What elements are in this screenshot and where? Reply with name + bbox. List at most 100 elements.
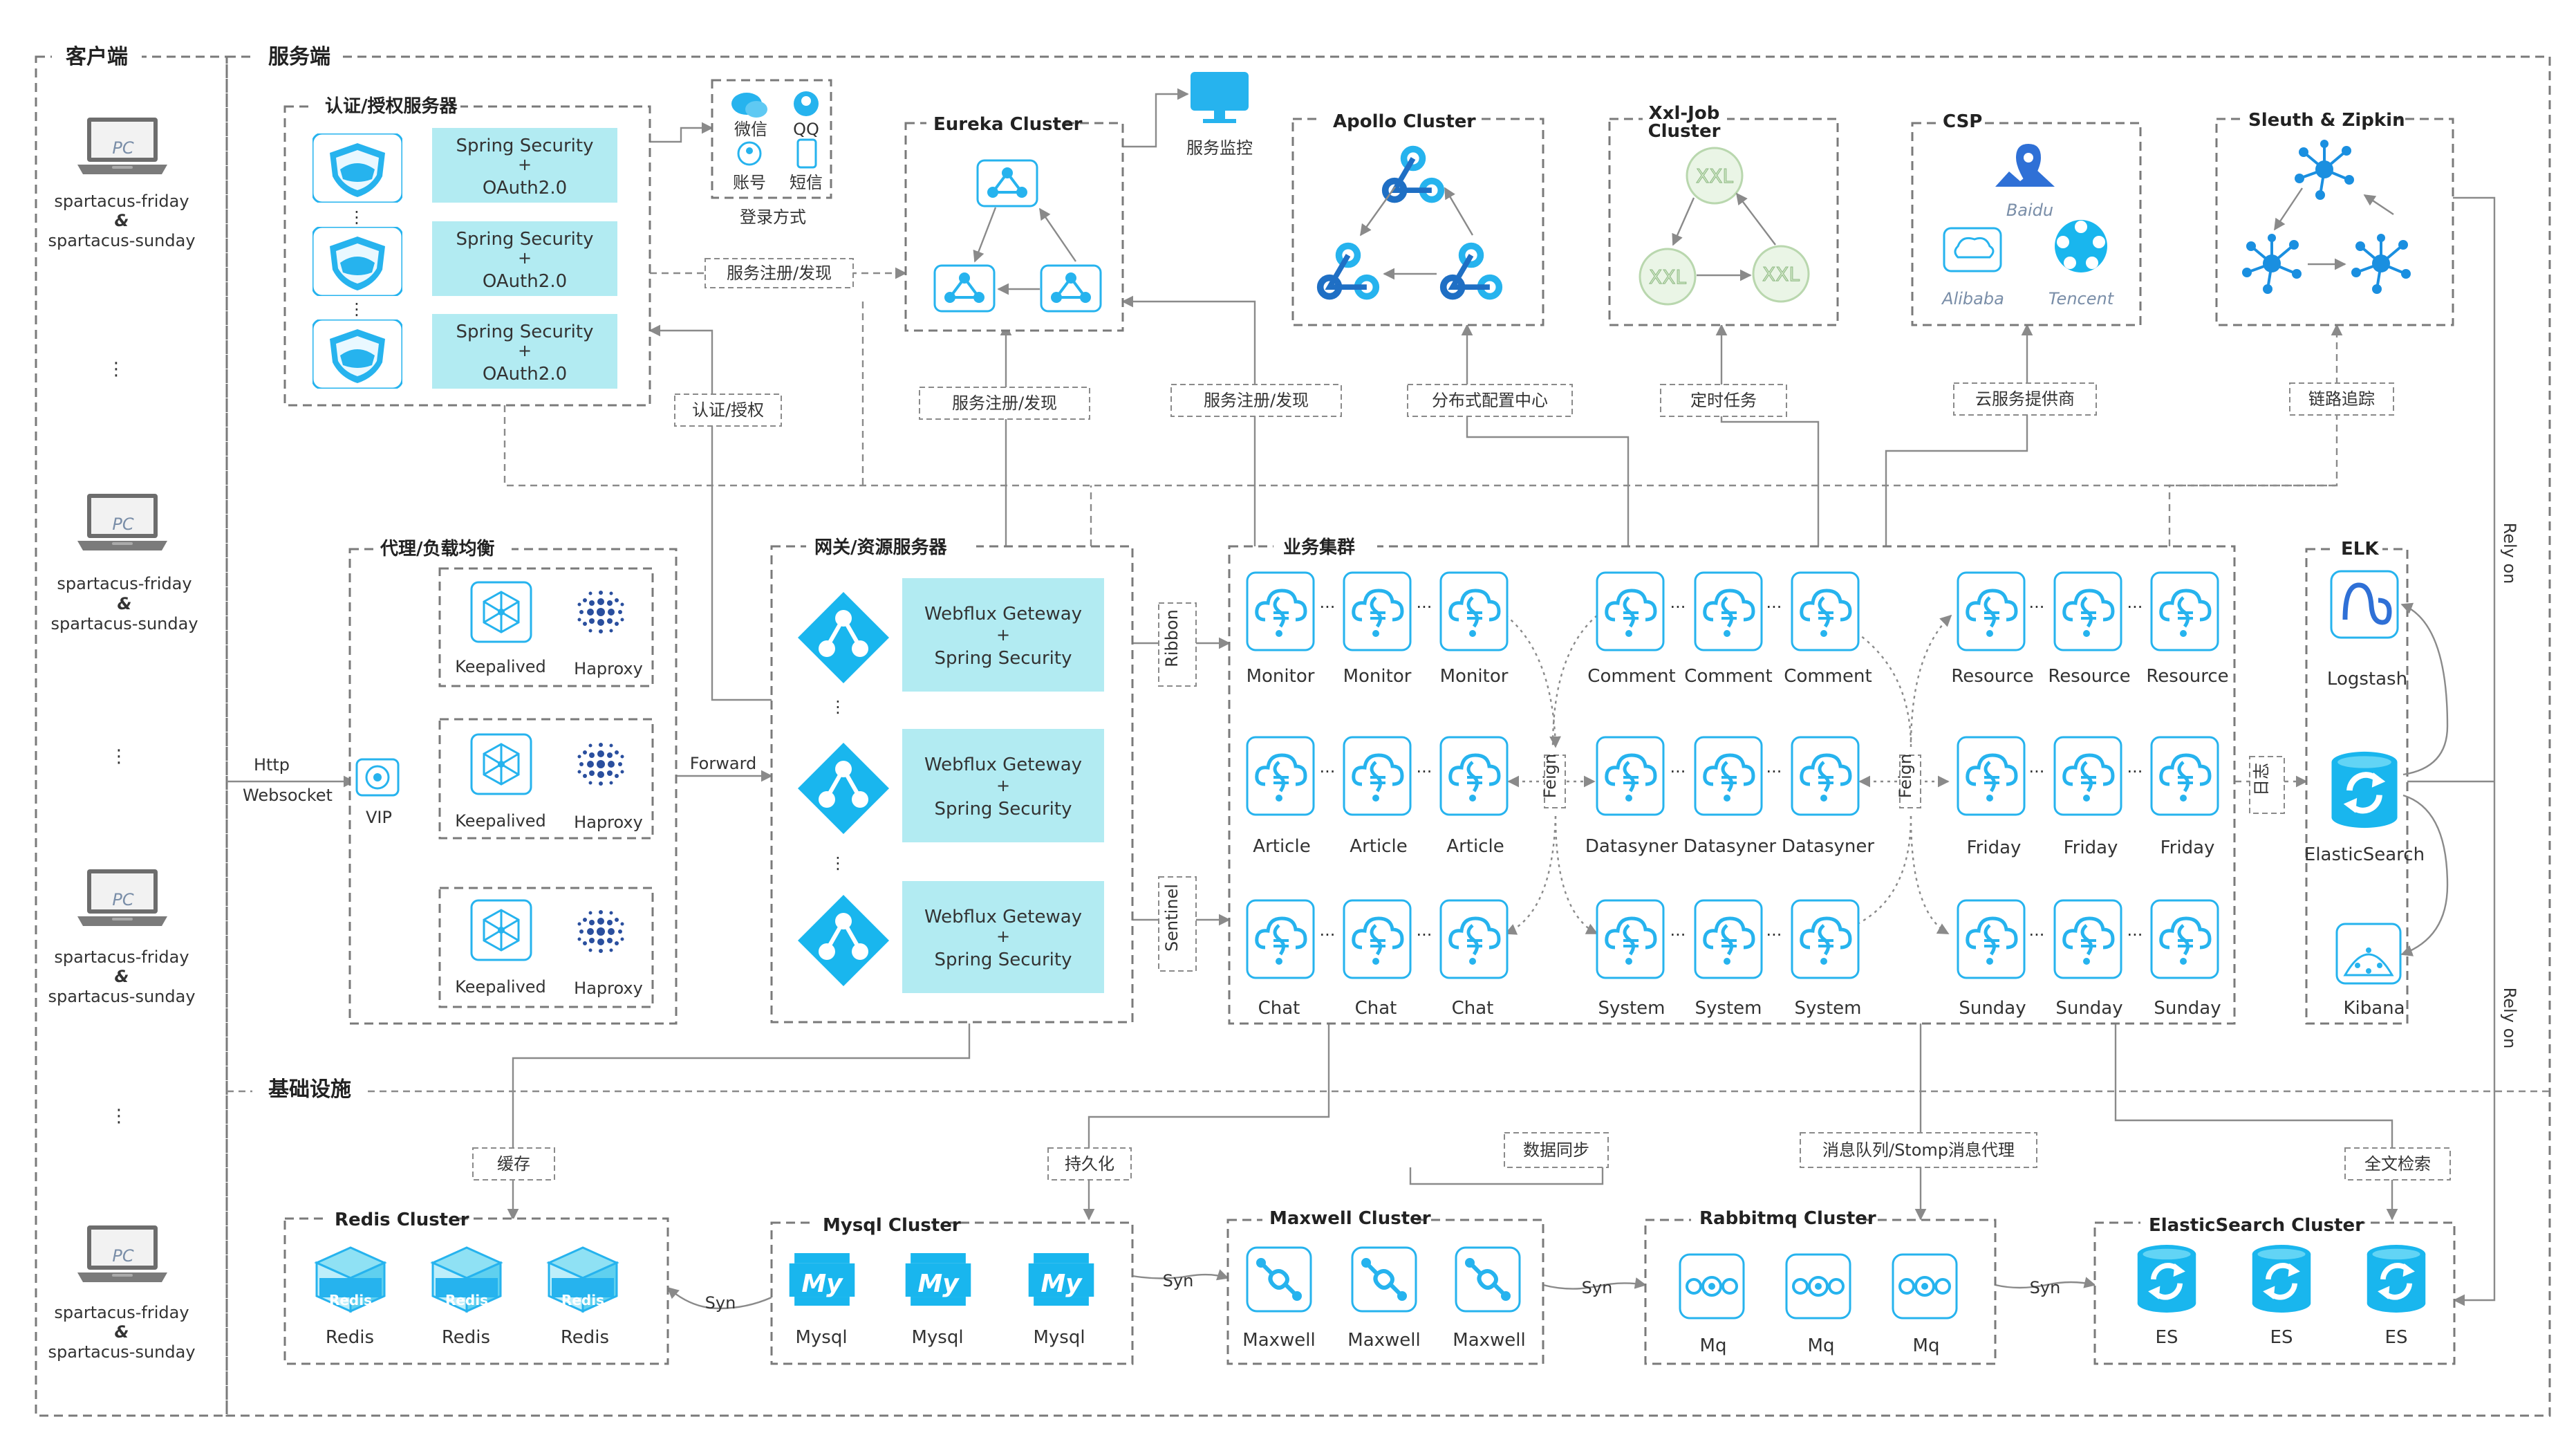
- svc-system[interactable]: System: [1695, 900, 1762, 1019]
- svc-monitor[interactable]: Monitor: [1440, 573, 1509, 687]
- eureka-node-icon[interactable]: [1040, 264, 1102, 313]
- maxwell-node[interactable]: Maxwell: [1242, 1248, 1316, 1351]
- mq-node[interactable]: Mq: [1679, 1253, 1745, 1356]
- svc-chat[interactable]: Chat: [1247, 900, 1314, 1019]
- svc-friday[interactable]: Friday: [1958, 737, 2024, 858]
- es-node[interactable]: ES: [2367, 1245, 2425, 1348]
- svc-datasyner[interactable]: Datasyner: [1782, 737, 1874, 857]
- xxl-node[interactable]: XXL: [1686, 147, 1744, 205]
- client-item[interactable]: PC spartacus-friday & spartacus-sunday: [48, 869, 196, 1006]
- auth-node[interactable]: Spring Security + OAuth2.0: [312, 128, 617, 203]
- login-qq[interactable]: QQ: [793, 91, 819, 139]
- csp-tencent[interactable]: Tencent: [2048, 220, 2115, 308]
- gateway-line1: Webflux Geteway: [924, 604, 1082, 624]
- maxwell-node[interactable]: Maxwell: [1453, 1248, 1526, 1351]
- kibana-node[interactable]: Kibana: [2335, 923, 2405, 1019]
- svg-text:服务注册/发现: 服务注册/发现: [1204, 391, 1309, 410]
- svc-monitor[interactable]: Monitor: [1247, 573, 1315, 687]
- svc-resource[interactable]: Resource: [2146, 573, 2229, 687]
- svg-text:Mysql: Mysql: [911, 1327, 963, 1348]
- haproxy-icon[interactable]: [573, 904, 628, 959]
- syn-label: Syn: [1163, 1271, 1194, 1290]
- svg-text:Mysql: Mysql: [1033, 1327, 1085, 1348]
- elk-es-node[interactable]: ElasticSearch: [2304, 752, 2425, 865]
- svc-friday[interactable]: Friday: [2152, 737, 2218, 858]
- shield-icon: [312, 227, 402, 296]
- svc-article[interactable]: Article: [1247, 737, 1314, 857]
- client-item[interactable]: PC spartacus-friday & spartacus-sunday: [50, 494, 198, 633]
- service-monitor[interactable]: 服务监控: [1186, 72, 1253, 158]
- svc-monitor[interactable]: Monitor: [1343, 573, 1412, 687]
- svc-sunday[interactable]: Sunday: [2152, 900, 2221, 1019]
- eureka-node-icon[interactable]: [933, 264, 996, 313]
- service-cloud-icon: [1344, 573, 1410, 650]
- svc-system[interactable]: System: [1597, 900, 1665, 1019]
- svc-article[interactable]: Article: [1344, 737, 1410, 857]
- svc-datasyner[interactable]: Datasyner: [1585, 737, 1678, 857]
- vip-node[interactable]: VIP: [355, 758, 400, 827]
- svg-text:ES: ES: [2270, 1327, 2293, 1348]
- login-sms[interactable]: 短信: [790, 138, 823, 192]
- svc-system[interactable]: System: [1792, 900, 1861, 1019]
- svc-comment[interactable]: Comment: [1784, 573, 1872, 687]
- keepalived-icon[interactable]: [470, 899, 532, 961]
- mq-node[interactable]: Mq: [1892, 1253, 1958, 1356]
- svc-label: Chat: [1258, 998, 1300, 1019]
- gateway-node[interactable]: Webflux Geteway + Spring Security: [798, 578, 1104, 692]
- xxl-icon: [1639, 248, 1697, 306]
- svc-datasyner[interactable]: Datasyner: [1683, 737, 1776, 857]
- csp-alibaba[interactable]: Alibaba: [1941, 227, 2004, 308]
- service-cloud-icon: [1792, 573, 1858, 650]
- svc-resource[interactable]: Resource: [1951, 573, 2034, 687]
- keepalived-icon[interactable]: [470, 581, 532, 643]
- service-cloud-icon: [1695, 900, 1762, 978]
- svc-chat[interactable]: Chat: [1441, 900, 1507, 1019]
- csp-group: CSP Baidu Alibaba Tencent: [1911, 111, 2142, 326]
- login-account[interactable]: 账号: [733, 141, 766, 192]
- svc-sunday[interactable]: Sunday: [2055, 900, 2123, 1019]
- svc-comment[interactable]: Comment: [1684, 573, 1773, 687]
- haproxy-label: Haproxy: [574, 659, 643, 678]
- maxwell-icon: [1247, 1248, 1311, 1311]
- haproxy-icon[interactable]: [573, 584, 628, 640]
- tag-reg-auth: 服务注册/发现: [704, 258, 854, 288]
- xxl-node[interactable]: XXL: [1639, 248, 1697, 306]
- haproxy-icon[interactable]: [573, 737, 628, 792]
- client-line2: spartacus-sunday: [48, 231, 195, 250]
- tag-trace: 链路追踪: [2289, 382, 2394, 416]
- auth-node[interactable]: Spring Security + OAuth2.0: [312, 221, 617, 296]
- es-node[interactable]: ES: [2252, 1245, 2311, 1348]
- svc-friday[interactable]: Friday: [2055, 737, 2121, 858]
- es-node[interactable]: ES: [2138, 1245, 2196, 1348]
- gateway-node[interactable]: Webflux Geteway + Spring Security: [798, 881, 1104, 993]
- svc-sunday[interactable]: Sunday: [1958, 900, 2026, 1019]
- csp-baidu[interactable]: Baidu: [1995, 144, 2055, 220]
- svc-resource[interactable]: Resource: [2048, 573, 2131, 687]
- gateway-node[interactable]: Webflux Geteway + Spring Security: [798, 729, 1104, 842]
- gateway-group: 网关/资源服务器 Webflux Geteway + Spring Securi…: [770, 534, 1134, 1024]
- client-item[interactable]: PC spartacus-friday & spartacus-sunday: [48, 1225, 196, 1362]
- login-wechat[interactable]: 微信: [731, 93, 767, 139]
- auth-box-line1: Spring Security: [456, 229, 594, 250]
- auth-node[interactable]: Spring Security + OAuth2.0: [312, 314, 617, 389]
- maxwell-node[interactable]: Maxwell: [1347, 1248, 1421, 1351]
- client-item[interactable]: PC spartacus-friday & spartacus-sunday: [48, 118, 196, 250]
- svc-chat[interactable]: Chat: [1344, 900, 1410, 1019]
- svc-comment[interactable]: Comment: [1587, 573, 1676, 687]
- keepalived-icon[interactable]: [470, 733, 532, 795]
- xxl-node[interactable]: XXL: [1752, 245, 1810, 303]
- logstash-node[interactable]: Logstash: [2327, 570, 2407, 689]
- dots: ···: [2127, 598, 2143, 617]
- eureka-node-icon[interactable]: [976, 159, 1038, 207]
- auth-box-plus: +: [518, 248, 532, 268]
- forward-label: Forward: [690, 754, 757, 773]
- mq-node[interactable]: Mq: [1785, 1253, 1851, 1356]
- gateway-line2: Spring Security: [935, 648, 1072, 669]
- svc-article[interactable]: Article: [1441, 737, 1507, 857]
